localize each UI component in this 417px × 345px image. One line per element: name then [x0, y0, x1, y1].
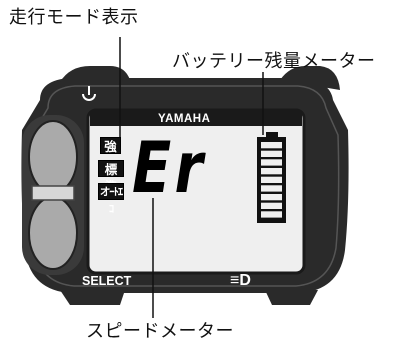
bezel-top-right-bump — [280, 66, 340, 90]
battery-segment — [261, 142, 282, 149]
up-button — [28, 120, 78, 194]
battery-cap — [266, 132, 278, 137]
battery-segment — [261, 168, 282, 175]
mode-display-callout: 走行モード表示 — [9, 7, 139, 28]
mode-strong-indicator: 強 — [100, 137, 121, 154]
battery-segment — [261, 202, 282, 209]
battery-segment — [261, 211, 282, 218]
battery-segment — [261, 185, 282, 192]
brand-logo: YAMAHA — [158, 113, 211, 125]
battery-meter-callout: バッテリー残量メーター — [172, 51, 376, 72]
battery-segment — [261, 194, 282, 201]
speed-readout: Er — [132, 127, 207, 209]
battery-segment — [261, 150, 282, 157]
power-icon — [82, 86, 96, 101]
battery-segment — [261, 159, 282, 166]
rocker-center-bar — [31, 185, 75, 201]
mode-auto-eco-indicator: オｰﾄｴｺ — [98, 183, 124, 215]
lcd-screen — [86, 108, 306, 275]
battery-segment — [261, 176, 282, 183]
select-button-label[interactable]: SELECT — [82, 274, 132, 288]
bezel-bottom-left-bump — [60, 290, 125, 305]
bezel-bottom-right-bump — [265, 290, 318, 305]
light-button-label[interactable]: ≡D — [230, 272, 251, 289]
lcd-brand-band — [90, 111, 302, 126]
mode-standard-indicator: 標準 — [98, 160, 124, 194]
down-button — [28, 196, 78, 270]
battery-meter — [257, 132, 286, 223]
speed-meter-callout: スピードメーター — [86, 321, 234, 342]
bezel-top-left-bump — [60, 66, 130, 82]
battery-segments — [261, 142, 282, 218]
